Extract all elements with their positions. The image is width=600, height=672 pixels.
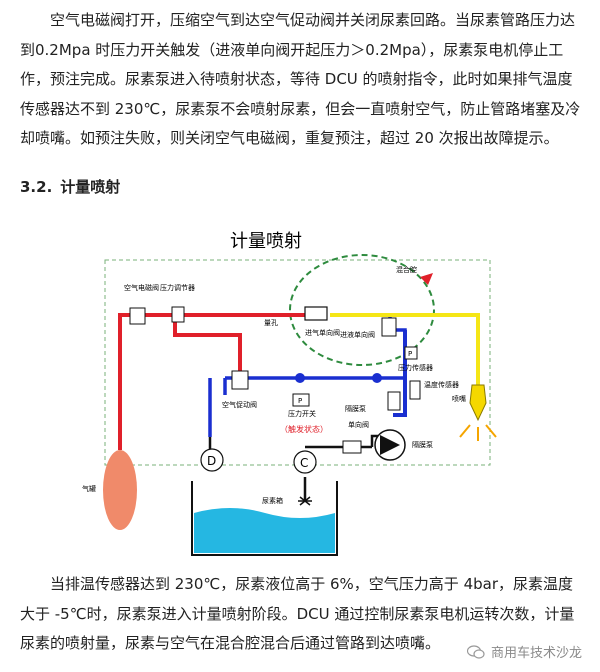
d-sensor [200, 448, 224, 472]
check-valve-label: 单向阀 [348, 420, 369, 429]
nozzle [469, 384, 487, 422]
section-number: 3.2. [20, 178, 53, 196]
spray-lines [459, 424, 497, 441]
air-solenoid-valve [129, 307, 146, 325]
pump-housing-outline [104, 259, 491, 466]
inlet-check-valve [304, 306, 328, 321]
air-actuator-valve [231, 370, 249, 390]
watermark: 商用车技术沙龙 [462, 641, 586, 662]
inlet-check-valve-label: 进气单向阀 [305, 328, 340, 337]
air-line-branch [173, 315, 242, 375]
mixing-chamber [289, 254, 435, 366]
urea-tank-outline [191, 481, 338, 556]
back-flow-check-valve [381, 317, 397, 337]
isolation-node [372, 373, 382, 383]
trigger-state-label: （触发状态） [280, 424, 328, 434]
mixing-chamber-label: 混合腔 [396, 265, 417, 274]
orifice-label: 量孔 [264, 319, 278, 327]
urea-tank-liquid [194, 508, 335, 553]
pressure-switch-label: 压力开关 [288, 409, 316, 418]
pressure-regulator-label: 压力调节器 [160, 283, 195, 292]
watermark-text: 商用车技术沙龙 [490, 646, 582, 661]
air-solenoid-label: 空气电磁阀 [124, 283, 159, 292]
d-sensor-label: D [207, 454, 216, 468]
section-heading: 3.2. 计量喷射 [20, 176, 128, 197]
pressure-switch [292, 393, 310, 407]
wechat-icon [466, 644, 485, 659]
urea-intake [298, 496, 312, 506]
pressure-switch-node [295, 373, 305, 383]
return-check-valve [342, 440, 362, 454]
pressure-regulator [171, 306, 185, 323]
section-title: 计量喷射 [60, 178, 121, 196]
isolation-label: 隔膜泵 [345, 404, 366, 413]
urea-tank-label: 尿素箱 [262, 496, 283, 505]
mix-line [330, 313, 480, 385]
diaphragm-pump-arrow [380, 435, 400, 455]
air-tank [103, 450, 137, 530]
air-actuator-label: 空气促动阀 [222, 400, 257, 409]
black-lines [208, 434, 385, 501]
back-flow-label: 进液单向阀 [340, 330, 375, 339]
pressure-switch-p: P [298, 397, 302, 405]
pressure-sensor [404, 346, 418, 360]
c-sensor [293, 450, 317, 474]
metering-injection-diagram: 计量喷射 混合腔 空气电磁阀 压力调节器 量孔 进气单向阀 进液单向阀 [0, 215, 600, 565]
pressure-sensor-p: P [408, 350, 412, 358]
pressure-sensor-label: 压力传感器 [398, 363, 433, 372]
mix-arrow [420, 273, 433, 285]
metering-paragraph: 当排温传感器达到 230℃，尿素液位高于 6%，空气压力高于 4bar，尿素温度… [20, 575, 575, 652]
diaphragm-pump-label: 隔膜泵 [412, 440, 433, 449]
pump-check-valve [387, 391, 401, 411]
intro-paragraph: 空气电磁阀打开，压缩空气到达空气促动阀并关闭尿素回路。当尿素管路压力达到0.2M… [20, 11, 581, 147]
nozzle-label: 喷嘴 [452, 394, 466, 403]
air-tank-label: 气罐 [82, 484, 96, 493]
temperature-sensor-label: 温度传感器 [424, 380, 459, 389]
diagram-title: 计量喷射 [230, 231, 302, 252]
c-sensor-label: C [300, 456, 308, 470]
air-line [118, 313, 310, 450]
temperature-sensor [409, 380, 421, 400]
